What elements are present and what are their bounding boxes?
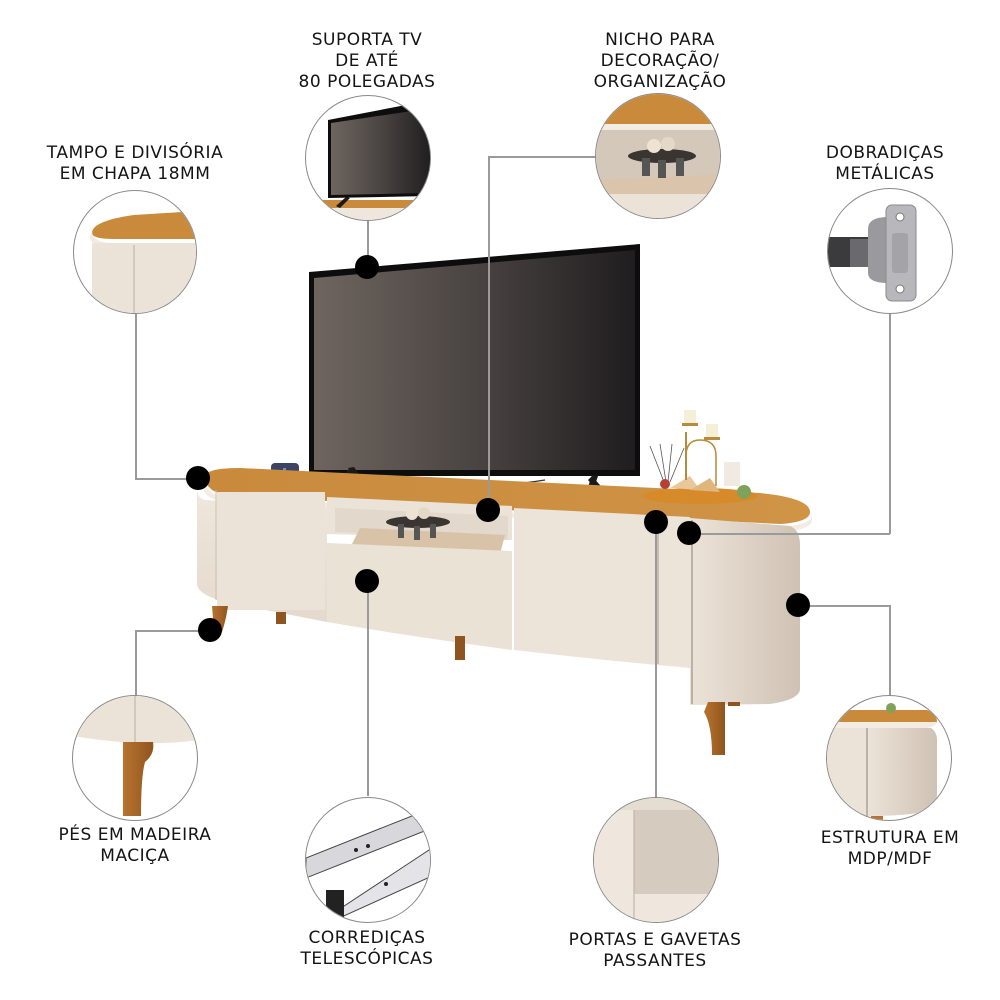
- telescopic-slide-icon: [306, 808, 430, 922]
- label-line: METÁLICAS: [835, 164, 935, 184]
- niche-shelf-icon: [596, 94, 720, 218]
- connector-nicho-v: [488, 156, 490, 510]
- connector-structure-v: [889, 605, 891, 697]
- feature-image-slides: [305, 797, 431, 923]
- feature-image-tv: [305, 95, 431, 221]
- feature-image-tampo: [73, 190, 197, 314]
- hotspot-legs[interactable]: [198, 618, 222, 642]
- connector-hinge-h: [689, 533, 890, 535]
- connector-slides-v: [367, 581, 369, 796]
- label-line: DECORAÇÃO/: [600, 51, 720, 71]
- feature-label-legs: PÉS EM MADEIRA MACIÇA: [25, 825, 245, 867]
- label-line: ESTRUTURA EM: [820, 828, 960, 848]
- feature-label-hinge: DOBRADIÇAS METÁLICAS: [790, 143, 980, 185]
- label-line: MDP/MDF: [847, 849, 933, 869]
- connector-legs-v: [135, 630, 137, 698]
- label-line: ORGANIZAÇÃO: [593, 72, 727, 92]
- feature-label-slides: CORREDIÇAS TELESCÓPICAS: [262, 928, 472, 970]
- label-line: PORTAS E GAVETAS: [568, 930, 742, 950]
- connector-tampo-h: [135, 478, 198, 480]
- metal-hinge-icon: [828, 204, 917, 302]
- connector-tv-v: [367, 215, 369, 267]
- label-line: DE ATÉ: [335, 51, 399, 71]
- feature-label-tv: SUPORTA TV DE ATÉ 80 POLEGADAS: [262, 30, 472, 93]
- hotspot-structure[interactable]: [786, 593, 810, 617]
- label-line: DOBRADIÇAS: [825, 143, 945, 163]
- hotspot-doors[interactable]: [644, 510, 668, 534]
- hotspot-nicho[interactable]: [476, 498, 500, 522]
- television: [309, 244, 640, 497]
- feature-image-nicho: [595, 93, 721, 219]
- label-line: CORREDIÇAS: [308, 928, 426, 948]
- connector-nicho-h: [488, 156, 598, 158]
- connector-doors-v: [655, 522, 657, 798]
- label-line: TELESCÓPICAS: [300, 949, 434, 969]
- feature-image-doors: [593, 797, 719, 923]
- label-line: PASSANTES: [603, 951, 707, 971]
- label-line: PÉS EM MADEIRA: [58, 825, 212, 845]
- feature-image-legs: [72, 695, 198, 821]
- feature-image-structure: [826, 695, 952, 821]
- label-line: EM CHAPA 18MM: [59, 164, 211, 184]
- label-line: NICHO PARA: [605, 30, 715, 50]
- tv-icon: [306, 104, 430, 220]
- cabinet-structure-icon: [827, 703, 937, 820]
- tabletop-edge-icon: [90, 211, 196, 313]
- label-line: MACIÇA: [100, 846, 170, 866]
- feature-label-doors: PORTAS E GAVETAS PASSANTES: [545, 930, 765, 972]
- hotspot-tampo[interactable]: [186, 466, 210, 490]
- hotspot-hinge[interactable]: [677, 521, 701, 545]
- flush-door-icon: [594, 798, 718, 922]
- connector-legs-h: [135, 630, 210, 632]
- feature-label-structure: ESTRUTURA EM MDP/MDF: [790, 828, 990, 870]
- hotspot-tv[interactable]: [355, 255, 379, 279]
- label-line: TAMPO E DIVISÓRIA: [46, 143, 224, 163]
- connector-hinge-v: [889, 310, 891, 534]
- wood-leg-icon: [73, 696, 197, 816]
- label-line: 80 POLEGADAS: [298, 72, 436, 92]
- connector-tampo-v: [135, 312, 137, 479]
- hotspot-drawer-slides[interactable]: [355, 569, 379, 593]
- feature-label-nicho: NICHO PARA DECORAÇÃO/ ORGANIZAÇÃO: [555, 30, 765, 93]
- label-line: SUPORTA TV: [311, 30, 423, 50]
- feature-image-hinge: [827, 188, 953, 314]
- connector-structure-h: [798, 605, 889, 607]
- feature-label-tampo: TAMPO E DIVISÓRIA EM CHAPA 18MM: [20, 143, 250, 185]
